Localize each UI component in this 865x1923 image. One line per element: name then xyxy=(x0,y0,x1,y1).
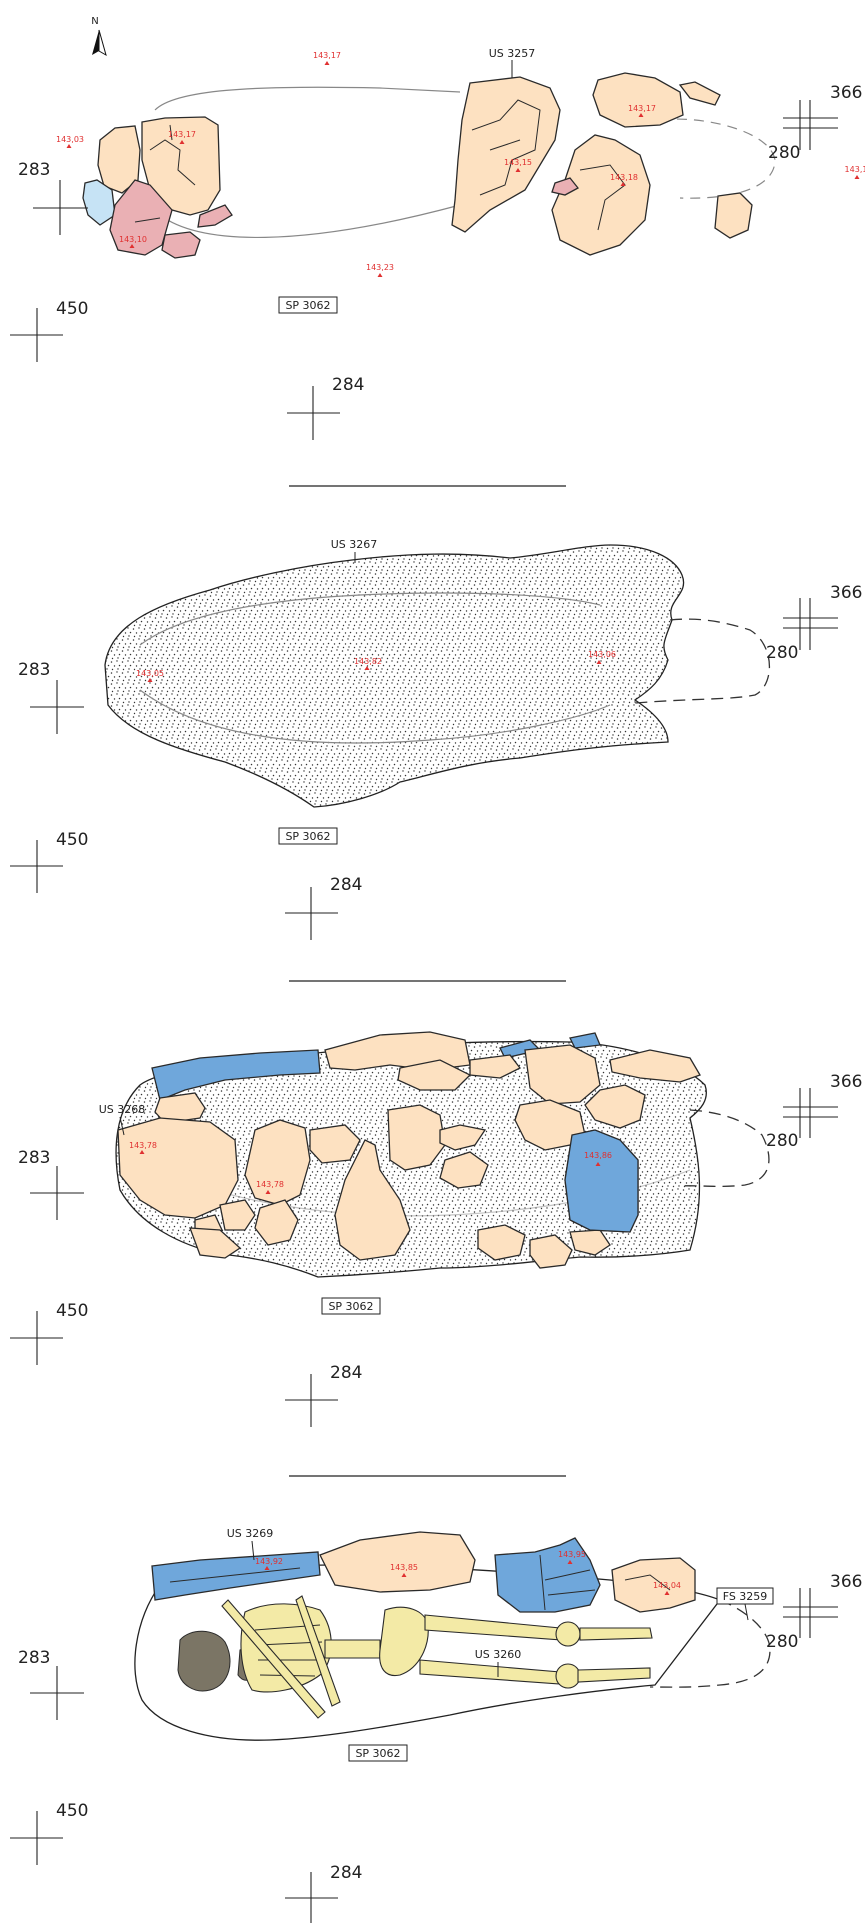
grid-marks: 283 450 284 366 280 xyxy=(10,1072,862,1427)
elevation-label: 143,03 xyxy=(56,135,84,144)
us-label: US 3257 xyxy=(489,47,536,60)
grid-label-280: 280 xyxy=(768,143,800,163)
plan-panel-4: US 3269 US 3260 FS 3259 143,92 143,85 14… xyxy=(10,1527,862,1923)
grid-marks: 283 450 284 366 280 xyxy=(10,1572,862,1923)
sp-label: SP 3062 xyxy=(285,299,330,312)
elevation-label: 143,95 xyxy=(558,1550,586,1559)
fs-label: FS 3259 xyxy=(723,1590,768,1603)
elevation-label: 143,1 xyxy=(845,165,865,174)
north-arrow-icon xyxy=(92,30,99,55)
grid-label-283: 283 xyxy=(18,1648,50,1668)
elevation-label: 143,92 xyxy=(255,1557,283,1566)
grid-label-280: 280 xyxy=(766,1632,798,1652)
grid-label-366: 366 xyxy=(830,1572,862,1592)
us-label: US 3268 xyxy=(99,1103,146,1116)
sp-label: SP 3062 xyxy=(285,830,330,843)
north-arrow: N xyxy=(91,16,107,57)
grid-label-450: 450 xyxy=(56,299,88,319)
grid-label-283: 283 xyxy=(18,1148,50,1168)
grid-label-284: 284 xyxy=(330,875,362,895)
north-label: N xyxy=(91,16,98,27)
us-label-2: US 3260 xyxy=(475,1648,522,1661)
grid-label-284: 284 xyxy=(332,375,364,395)
grid-label-450: 450 xyxy=(56,1801,88,1821)
grid-label-283: 283 xyxy=(18,660,50,680)
grid-marks: 283 450 284 366 280 xyxy=(10,83,862,440)
elevation-label: 143,78 xyxy=(256,1180,284,1189)
grid-label-283: 283 xyxy=(18,160,50,180)
elevation-points: 143,17 143,03 143,17 143,10 143,23 143,1… xyxy=(56,51,865,277)
elevation-label: 143,18 xyxy=(610,173,638,182)
elevation-label: 143,86 xyxy=(584,1151,612,1160)
elevation-label: 143,10 xyxy=(119,235,147,244)
us-label: US 3269 xyxy=(227,1527,274,1540)
elevation-points: 143,78 143,78 143,86 xyxy=(129,1141,612,1194)
elevation-label: 143,17 xyxy=(313,51,341,60)
sp-label: SP 3062 xyxy=(355,1747,400,1760)
plan-panel-3: US 3268 143,78 143,78 143,86 SP 3062 283… xyxy=(10,1031,862,1427)
skeleton xyxy=(177,1595,653,1719)
grid-label-450: 450 xyxy=(56,1301,88,1321)
elevation-label: 143,15 xyxy=(504,158,532,167)
grid-label-366: 366 xyxy=(830,83,862,103)
grid-label-366: 366 xyxy=(830,583,862,603)
elevation-label: 143,85 xyxy=(390,1563,418,1572)
grid-label-280: 280 xyxy=(766,643,798,663)
grid-marks: 283 450 284 366 280 xyxy=(10,583,862,940)
plan-panel-1: US 3257 143,17 143,03 143,17 143,10 143,… xyxy=(10,47,865,440)
elevation-label: 143,17 xyxy=(628,104,656,113)
elevation-label: 143,17 xyxy=(168,130,196,139)
elevation-label: 143,05 xyxy=(136,669,164,678)
us-label: US 3267 xyxy=(331,538,378,551)
grid-label-284: 284 xyxy=(330,1863,362,1883)
sp-label: SP 3062 xyxy=(328,1300,373,1313)
elevation-points: 143,05 143,82 143,06 xyxy=(136,650,616,682)
elevation-label: 143,23 xyxy=(366,263,394,272)
plan-panel-2: US 3267 143,05 143,82 143,06 SP 3062 283… xyxy=(10,538,862,940)
elevation-label: 143,04 xyxy=(653,1581,681,1590)
grid-label-284: 284 xyxy=(330,1363,362,1383)
elevation-label: 143,06 xyxy=(588,650,616,659)
grid-label-450: 450 xyxy=(56,830,88,850)
grid-label-366: 366 xyxy=(830,1072,862,1092)
elevation-label: 143,82 xyxy=(354,657,382,666)
elevation-points: 143,92 143,85 143,95 143,04 xyxy=(255,1550,681,1595)
elevation-label: 143,78 xyxy=(129,1141,157,1150)
grid-label-280: 280 xyxy=(766,1131,798,1151)
